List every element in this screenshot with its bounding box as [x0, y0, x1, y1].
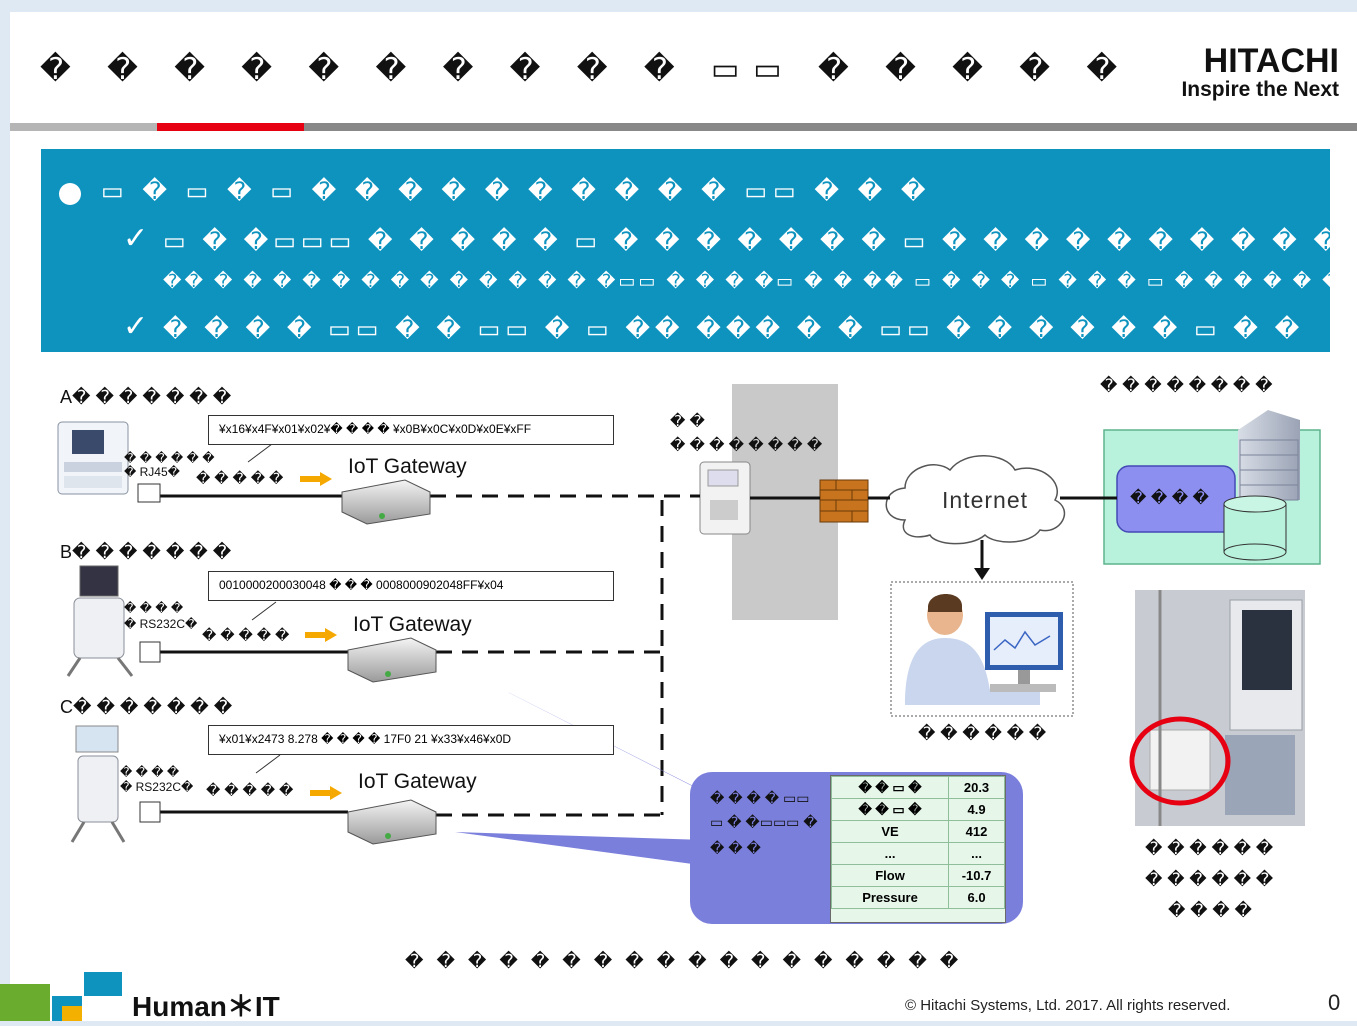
internet-label: Internet: [942, 487, 1028, 514]
medical-device-a-icon: [58, 422, 128, 494]
gateway-a-label: IoT Gateway: [348, 455, 467, 479]
device-c-port: � � � �: [120, 765, 179, 779]
callout-label-3: � � �: [710, 840, 761, 857]
rj45-connector-icon: [138, 484, 160, 502]
table-row: � � ▭ �20.3: [832, 777, 1005, 799]
firewall-icon: [820, 480, 868, 522]
bottom-caption: � � � � � � � � � � � � � � � � � �: [405, 951, 962, 972]
arrow-right-icon: [310, 786, 342, 800]
parameter-name: VE: [832, 821, 949, 843]
device-c-cable: � � � � �: [206, 782, 293, 799]
photo-caption-2: � � � � � �: [1145, 870, 1273, 890]
datacenter-title: � � � � � � � �: [1100, 376, 1273, 396]
router-icon: [700, 462, 750, 534]
hospital-label: � �: [670, 412, 705, 430]
callout-pointer: [455, 678, 705, 865]
rs232c-connector-icon: [140, 802, 160, 822]
photo-caption-1: � � � � � �: [1145, 839, 1273, 859]
device-a-cable: � � � � �: [196, 470, 283, 487]
device-b-frame: 0010000200030048 � � � 0008000902048FF¥x…: [208, 571, 614, 601]
human-it-logo: [0, 962, 130, 1026]
device-c-port-type: � RS232C�: [120, 780, 193, 794]
parameter-value: 6.0: [949, 887, 1005, 909]
rs232c-connector-icon: [140, 642, 160, 662]
gateway-device-icon: [348, 638, 436, 682]
parameter-value: 4.9: [949, 799, 1005, 821]
arrow-right-icon: [300, 472, 332, 486]
database-icon: [1224, 496, 1286, 560]
page-number: 0: [1328, 990, 1340, 1016]
table-row: ......: [832, 843, 1005, 865]
medical-device-c-icon: [72, 726, 124, 842]
device-b-port: � � � �: [124, 601, 183, 615]
device-b-name: B� � � � � � �: [60, 542, 231, 563]
installed-gateway-photo: [1132, 590, 1305, 826]
monitor-caption: � � � � � �: [918, 724, 1046, 744]
parameter-value: 20.3: [949, 777, 1005, 799]
device-b-cable: � � � � �: [202, 627, 289, 644]
copyright: © Hitachi Systems, Ltd. 2017. All rights…: [905, 997, 1230, 1014]
building-icon: [1238, 410, 1300, 500]
medical-device-b-icon: [68, 566, 132, 676]
lan-dashed-line: [430, 496, 700, 815]
human-it-brand: Human＊IT: [132, 985, 280, 1025]
device-a-frame: ¥x16¥x4F¥x01¥x02¥� � � � ¥x0B¥x0C¥x0D¥x0…: [208, 415, 614, 445]
device-a-name: A� � � � � � �: [60, 387, 231, 408]
parameter-name: � � ▭ �: [832, 799, 949, 821]
arrow-right-icon: [305, 628, 337, 642]
gateway-b-label: IoT Gateway: [353, 613, 472, 637]
device-c-name: C� � � � � � �: [60, 697, 232, 718]
gateway-device-icon: [348, 800, 436, 844]
parameter-name: Flow: [832, 865, 949, 887]
parameter-value: ...: [949, 843, 1005, 865]
device-c-frame: ¥x01¥x2473 8.278 � � � � 17F0 21 ¥x33¥x4…: [208, 725, 614, 755]
gateway-device-icon: [342, 480, 430, 524]
device-a-port: � � � � � �: [124, 451, 215, 465]
table-row: Flow-10.7: [832, 865, 1005, 887]
callout-label-1: � � � � ▭▭: [710, 790, 809, 807]
parameter-value: -10.7: [949, 865, 1005, 887]
parameter-name: � � ▭ �: [832, 777, 949, 799]
photo-caption-3: � � � �: [1168, 901, 1252, 921]
hospital-network-label: � � � � � � � �: [670, 436, 822, 454]
device-b-port-type: � RS232C�: [124, 617, 197, 631]
table-row: � � ▭ �4.9: [832, 799, 1005, 821]
device-a-port-type: � RJ45�: [124, 465, 180, 479]
parameter-name: ...: [832, 843, 949, 865]
server-label: � � � �: [1130, 488, 1209, 508]
parameter-name: Pressure: [832, 887, 949, 909]
gateway-c-label: IoT Gateway: [358, 770, 477, 794]
callout-label-2: ▭ � �▭▭▭ �: [710, 814, 818, 831]
parameter-value: 412: [949, 821, 1005, 843]
